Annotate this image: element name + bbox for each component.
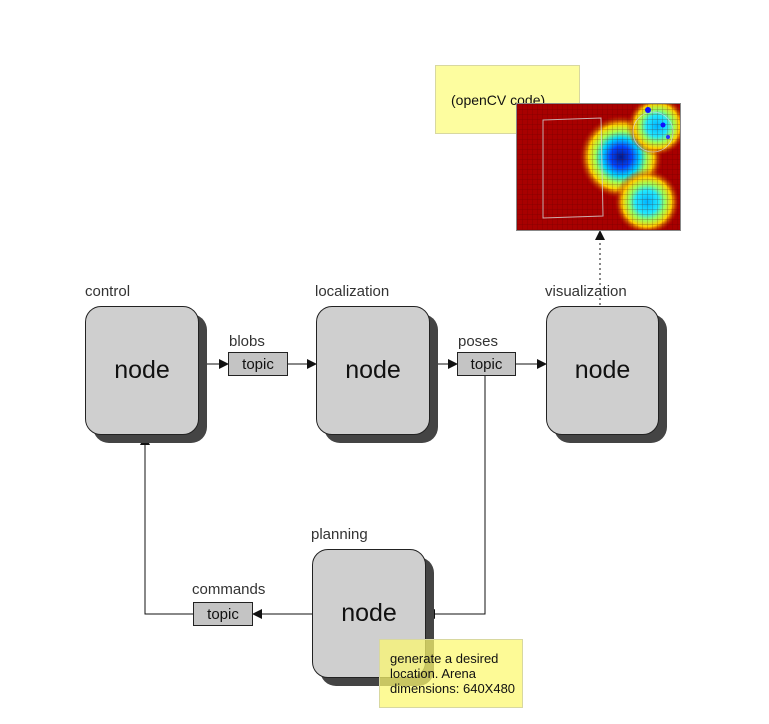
visualization-title: visualization: [545, 283, 627, 300]
poses-topic-name: poses: [458, 333, 499, 350]
blobs-topic-name: blobs: [229, 333, 265, 350]
control-node-label: node: [114, 356, 170, 384]
planning-node[interactable]: node: [312, 549, 426, 678]
heatmap-image: [516, 103, 681, 231]
arrow-commands-to-control: [140, 435, 193, 615]
localization-title: localization: [315, 283, 390, 300]
commands-topic[interactable]: topic: [193, 602, 253, 626]
commands-topic-name: commands: [192, 581, 266, 598]
arrow-poses-to-planning: [425, 376, 486, 619]
poses-topic-label: topic: [470, 355, 503, 373]
localization-node[interactable]: node: [316, 306, 430, 435]
localization-node-label: node: [345, 356, 401, 384]
planning-node-label: node: [341, 599, 397, 627]
control-title: control: [85, 283, 131, 300]
control-node[interactable]: node: [85, 306, 199, 435]
planning-note: generate a desired location. Arena dimen…: [379, 639, 523, 708]
blobs-topic[interactable]: topic: [228, 352, 288, 376]
visualization-node-label: node: [574, 356, 631, 384]
commands-topic-label: topic: [207, 605, 239, 623]
visualization-node[interactable]: node: [546, 306, 659, 435]
planning-note-text: generate a desired location. Arena dimen…: [390, 651, 516, 696]
blobs-topic-label: topic: [242, 355, 274, 373]
planning-title: planning: [311, 526, 368, 543]
poses-topic[interactable]: topic: [457, 352, 516, 376]
